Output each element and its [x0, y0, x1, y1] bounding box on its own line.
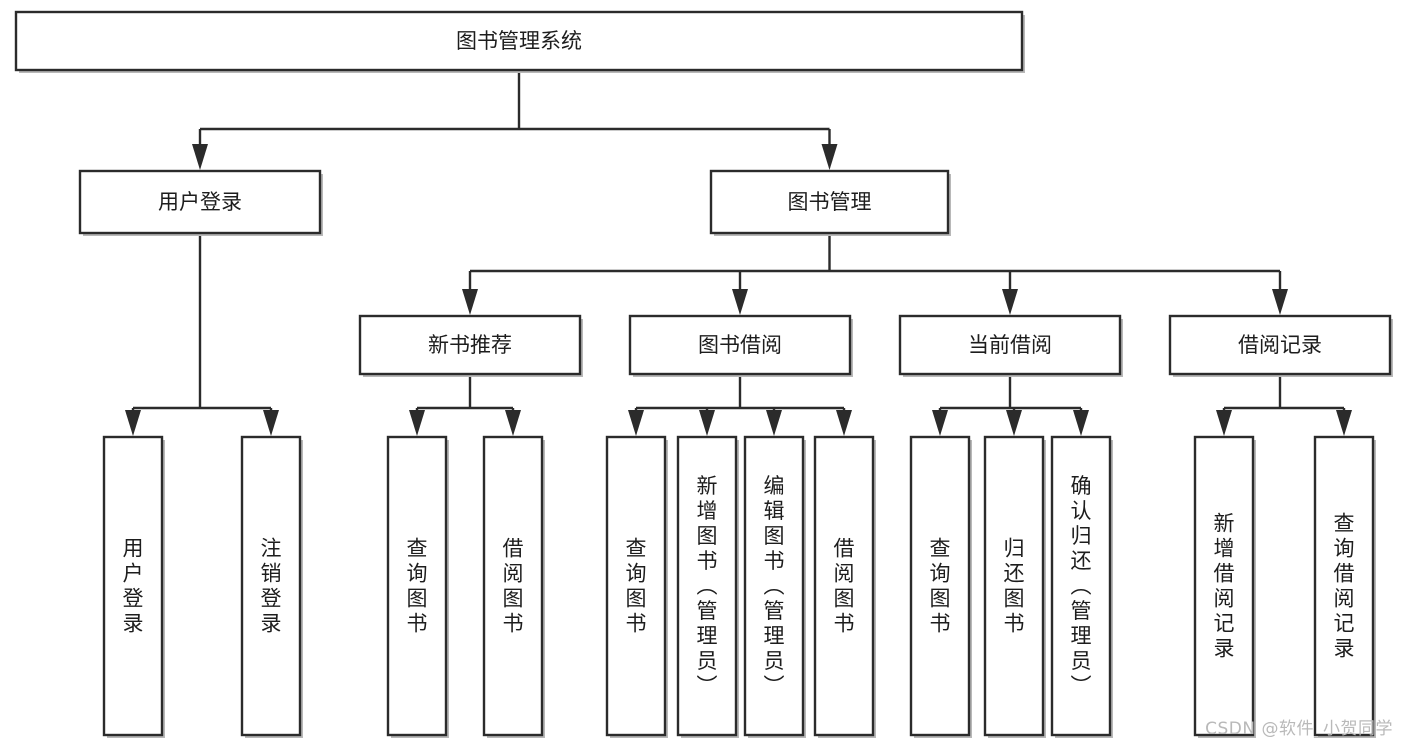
node-leaf-borrow-book-2[interactable]: 借阅图书	[813, 435, 876, 738]
node-label: 借阅图书	[834, 537, 855, 636]
node-book-manage[interactable]: 图书管理	[709, 169, 951, 236]
node-leaf-query-book-3[interactable]: 查询图书	[909, 435, 972, 738]
node-label: 用户登录	[123, 537, 144, 636]
node-leaf-add-book[interactable]: 新增图书︵管理员︶	[676, 435, 739, 738]
node-label: 用户登录	[158, 190, 242, 214]
node-leaf-confirm-return[interactable]: 确认归还︵管理员︶	[1050, 435, 1113, 738]
node-label: 图书借阅	[698, 333, 782, 357]
node-leaf-add-record[interactable]: 新增借阅记录	[1193, 435, 1256, 738]
node-label: 新增图书︵管理员︶	[697, 474, 718, 698]
node-leaf-edit-book[interactable]: 编辑图书︵管理员︶	[743, 435, 806, 738]
connector-layer	[125, 70, 1352, 436]
node-current-borrow[interactable]: 当前借阅	[898, 314, 1123, 377]
node-leaf-user-login[interactable]: 用户登录	[102, 435, 165, 738]
node-leaf-query-book-1[interactable]: 查询图书	[386, 435, 449, 738]
node-label: 查询图书	[407, 537, 428, 636]
node-label: 新书推荐	[428, 333, 512, 357]
node-leaf-logout[interactable]: 注销登录	[240, 435, 303, 738]
node-root[interactable]: 图书管理系统	[14, 10, 1025, 73]
node-label: 当前借阅	[968, 333, 1052, 357]
node-label: 查询图书	[930, 537, 951, 636]
node-label: 查询借阅记录	[1334, 512, 1355, 661]
node-borrow-record[interactable]: 借阅记录	[1168, 314, 1393, 377]
node-label: 注销登录	[261, 537, 282, 636]
node-leaf-query-record[interactable]: 查询借阅记录	[1313, 435, 1376, 738]
node-layer: 图书管理系统用户登录图书管理新书推荐图书借阅当前借阅借阅记录用户登录注销登录查询…	[14, 10, 1393, 738]
node-label: 图书管理	[788, 190, 872, 214]
node-label: 借阅图书	[503, 537, 524, 636]
node-book-borrow[interactable]: 图书借阅	[628, 314, 853, 377]
node-label: 借阅记录	[1238, 333, 1322, 357]
node-label: 新增借阅记录	[1214, 512, 1235, 661]
node-user-login[interactable]: 用户登录	[78, 169, 323, 236]
node-label: 归还图书	[1004, 537, 1025, 636]
node-leaf-query-book-2[interactable]: 查询图书	[605, 435, 668, 738]
node-leaf-borrow-book-1[interactable]: 借阅图书	[482, 435, 545, 738]
node-leaf-return-book[interactable]: 归还图书	[983, 435, 1046, 738]
node-label: 图书管理系统	[456, 29, 582, 53]
node-label: 查询图书	[626, 537, 647, 636]
node-label: 编辑图书︵管理员︶	[764, 474, 785, 698]
node-new-book-recommend[interactable]: 新书推荐	[358, 314, 583, 377]
node-label: 确认归还︵管理员︶	[1071, 474, 1092, 698]
